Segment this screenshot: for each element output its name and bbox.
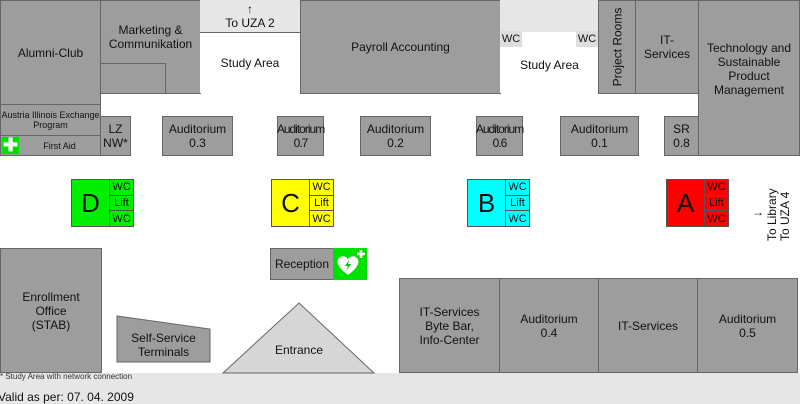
room-auditorium-0-2[interactable]: Auditorium 0.2 <box>360 116 431 156</box>
lift: Lift <box>110 196 133 212</box>
self-service-terminals[interactable]: Self-Service Terminals <box>131 331 196 359</box>
room-auditorium-0-1[interactable]: Auditorium 0.1 <box>560 116 639 156</box>
heart-defibrillator-icon <box>333 248 367 280</box>
valid-date: Valid as per: 07. 04. 2009 <box>0 390 134 404</box>
wc: WC <box>707 212 726 225</box>
room-auditorium-0-6[interactable]: Auditorium 0.6 <box>476 116 524 156</box>
self-service-shape <box>116 315 211 363</box>
first-aid-cross-icon: ✚ <box>2 135 19 155</box>
wc: WC <box>110 180 133 196</box>
lift: Lift <box>506 196 529 212</box>
footnote: * Study Area with network connection <box>0 372 133 381</box>
room-auditorium-0-7[interactable]: Auditorium 0.7 <box>277 116 325 156</box>
room-payroll[interactable]: Payroll Accounting <box>300 0 501 94</box>
wc-right: WC <box>576 31 598 47</box>
wc: WC <box>506 180 529 196</box>
study-area-2-top <box>500 0 599 32</box>
wc-left: WC <box>500 31 522 47</box>
wc: WC <box>705 180 728 196</box>
arrow-up-icon: ↑ <box>247 2 253 16</box>
room-lz-nw[interactable]: LZ NW* <box>100 116 131 156</box>
entrance[interactable]: Entrance <box>274 343 324 357</box>
wc: WC <box>312 212 331 225</box>
room-alumni-club[interactable]: Alumni-Club <box>0 0 101 105</box>
study-area-1[interactable]: Study Area <box>200 33 300 93</box>
wc: WC <box>112 212 131 225</box>
wc: WC <box>310 180 333 196</box>
room-byte-bar[interactable]: IT-Services Byte Bar, Info-Center <box>399 278 500 373</box>
room-project-rooms[interactable]: Project Rooms <box>598 0 636 94</box>
entrance-shape <box>221 302 376 374</box>
footer-band <box>0 373 800 404</box>
room-technology[interactable]: Technology and Sustainable Product Manag… <box>698 0 800 156</box>
to-uza2-link[interactable]: ↑To UZA 2 <box>200 0 300 33</box>
room-auditorium-0-4[interactable]: Auditorium 0.4 <box>499 278 599 373</box>
lift: Lift <box>310 196 333 212</box>
room-auditorium-0-5[interactable]: Auditorium 0.5 <box>697 278 798 373</box>
reception[interactable]: Reception <box>270 248 334 280</box>
lift: Lift <box>705 196 728 212</box>
room-sr-0-8[interactable]: SR 0.8 <box>664 116 699 156</box>
room-it-services-bottom[interactable]: IT-Services <box>598 278 698 373</box>
wc: WC <box>508 212 527 225</box>
room-auditorium-0-3[interactable]: Auditorium 0.3 <box>162 116 233 156</box>
arrow-right-icon: → <box>752 205 764 219</box>
room-it-services-top[interactable]: IT-Services <box>635 0 699 94</box>
room-marketing-sub[interactable] <box>100 63 166 94</box>
room-enrollment-office[interactable]: Enrollment Office (STAB) <box>0 248 102 373</box>
